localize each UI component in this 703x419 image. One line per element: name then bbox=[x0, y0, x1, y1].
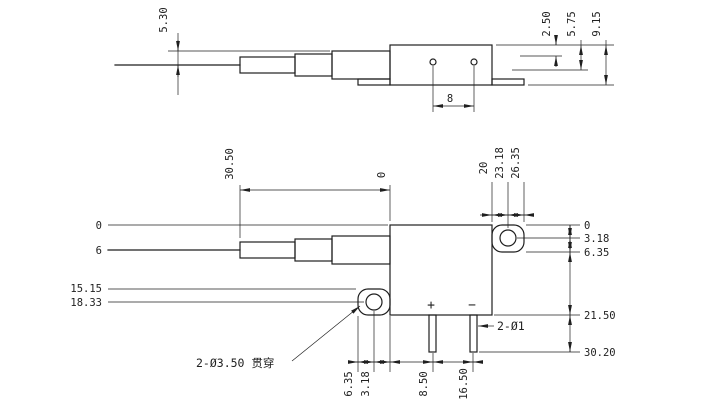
dim-label-bottom-3-18: 3.18 bbox=[360, 371, 372, 396]
left-flange-plate bbox=[357, 78, 391, 86]
boot-section-2 bbox=[331, 50, 391, 80]
ferrule bbox=[239, 241, 296, 259]
dim-label-left-6: 6 bbox=[96, 245, 102, 257]
boot-section-2 bbox=[331, 235, 391, 265]
plan-view: 30.50 0 20 23.18 26.35 0 6 15.15 18.33 0… bbox=[70, 147, 615, 400]
dim-label-right-21-50: 21.50 bbox=[584, 310, 616, 322]
dim-label-right-zero: 0 bbox=[584, 220, 590, 232]
dim-label-ferrule-od: 5.30 bbox=[158, 7, 170, 32]
dim-label-pin-spacing: 8 bbox=[447, 93, 453, 105]
pin-negative bbox=[469, 314, 478, 353]
module-body bbox=[389, 44, 493, 86]
pin-top-1 bbox=[429, 58, 437, 66]
dim-label-bottom-8-50: 8.50 bbox=[418, 371, 430, 396]
side-view-part bbox=[114, 44, 525, 86]
mounting-hole-right bbox=[499, 229, 517, 247]
boot-section-1 bbox=[294, 53, 333, 77]
mounting-hole-left bbox=[365, 293, 383, 311]
dim-label-right-2: 5.75 bbox=[566, 11, 578, 36]
dim-label-bottom-6-35: 6.35 bbox=[343, 371, 355, 396]
dim-label-left-18-33: 18.33 bbox=[70, 297, 102, 309]
dim-label-top-23-18: 23.18 bbox=[494, 147, 506, 179]
mounting-tab-right bbox=[491, 224, 525, 253]
dim-label-right-6-35: 6.35 bbox=[584, 247, 609, 259]
polarity-minus-mark: − bbox=[468, 298, 476, 313]
side-view-dimension-lines bbox=[168, 33, 614, 112]
module-body bbox=[389, 224, 493, 316]
boot-section-1 bbox=[294, 238, 333, 262]
dim-label-top-zero: 0 bbox=[376, 172, 388, 178]
dim-label-top-20: 20 bbox=[478, 162, 490, 175]
callout-mounting-holes: 2-Ø3.50 贯穿 bbox=[196, 356, 274, 370]
dim-label-top-30-50: 30.50 bbox=[224, 148, 236, 180]
pin-positive bbox=[428, 314, 437, 353]
dim-label-right-1: 2.50 bbox=[541, 11, 553, 36]
ferrule bbox=[239, 56, 296, 74]
dim-label-right-3-18: 3.18 bbox=[584, 233, 609, 245]
dim-label-right-3: 9.15 bbox=[591, 11, 603, 36]
pin-top-2 bbox=[470, 58, 478, 66]
plan-view-dimension-lines bbox=[108, 182, 580, 372]
dim-label-left-zero: 0 bbox=[96, 220, 102, 232]
callout-pins: 2-Ø1 bbox=[497, 319, 525, 333]
side-view: 5.30 2.50 5.75 9.15 8 bbox=[114, 7, 614, 112]
dim-label-bottom-16-50: 16.50 bbox=[458, 368, 470, 400]
dim-label-left-15-15: 15.15 bbox=[70, 283, 102, 295]
right-flange-plate bbox=[491, 78, 525, 86]
plan-view-part bbox=[107, 224, 525, 353]
dim-label-top-26-35: 26.35 bbox=[510, 147, 522, 179]
dim-label-right-30-20: 30.20 bbox=[584, 347, 616, 359]
polarity-plus-mark: + bbox=[427, 298, 435, 313]
